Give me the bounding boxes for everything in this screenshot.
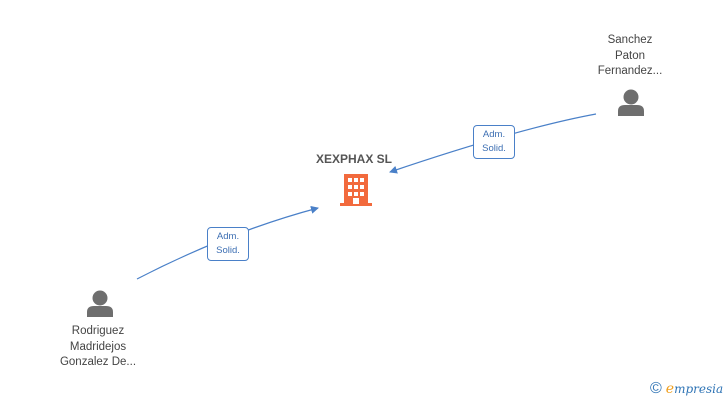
person-name-line: Paton (614, 49, 646, 62)
company-name[interactable]: XEXPHAX SL (315, 152, 393, 166)
edge-label-line: Adm. (216, 231, 240, 242)
person-icon[interactable] (87, 290, 113, 318)
brand-logo-initial: e (665, 381, 675, 397)
person-name-line: Rodriguez (71, 325, 125, 337)
copyright-icon: © (650, 380, 662, 397)
edge-label-rodriguez: Adm. Solid. (207, 227, 249, 261)
edge-label-line: Solid. (216, 245, 240, 256)
person-name-line: Fernandez... (597, 65, 663, 77)
person-name-line: Madridejos (69, 340, 127, 353)
person-name-rodriguez[interactable]: Rodriguez Madridejos Gonzalez De... (38, 324, 158, 371)
person-icon[interactable] (618, 89, 644, 117)
brand-logo: empresia (666, 381, 723, 397)
edge-label-line: Solid. (482, 143, 506, 154)
watermark: © empresia (650, 380, 723, 398)
edge-label-line: Adm. (482, 129, 506, 140)
person-name-line: Gonzalez De... (59, 356, 137, 368)
person-name-line: Sanchez (607, 34, 653, 46)
brand-logo-rest: mpresia (674, 382, 724, 396)
person-name-sanchez[interactable]: Sanchez Paton Fernandez... (570, 33, 690, 80)
building-icon[interactable] (340, 174, 372, 206)
edge-label-sanchez: Adm. Solid. (473, 125, 515, 159)
